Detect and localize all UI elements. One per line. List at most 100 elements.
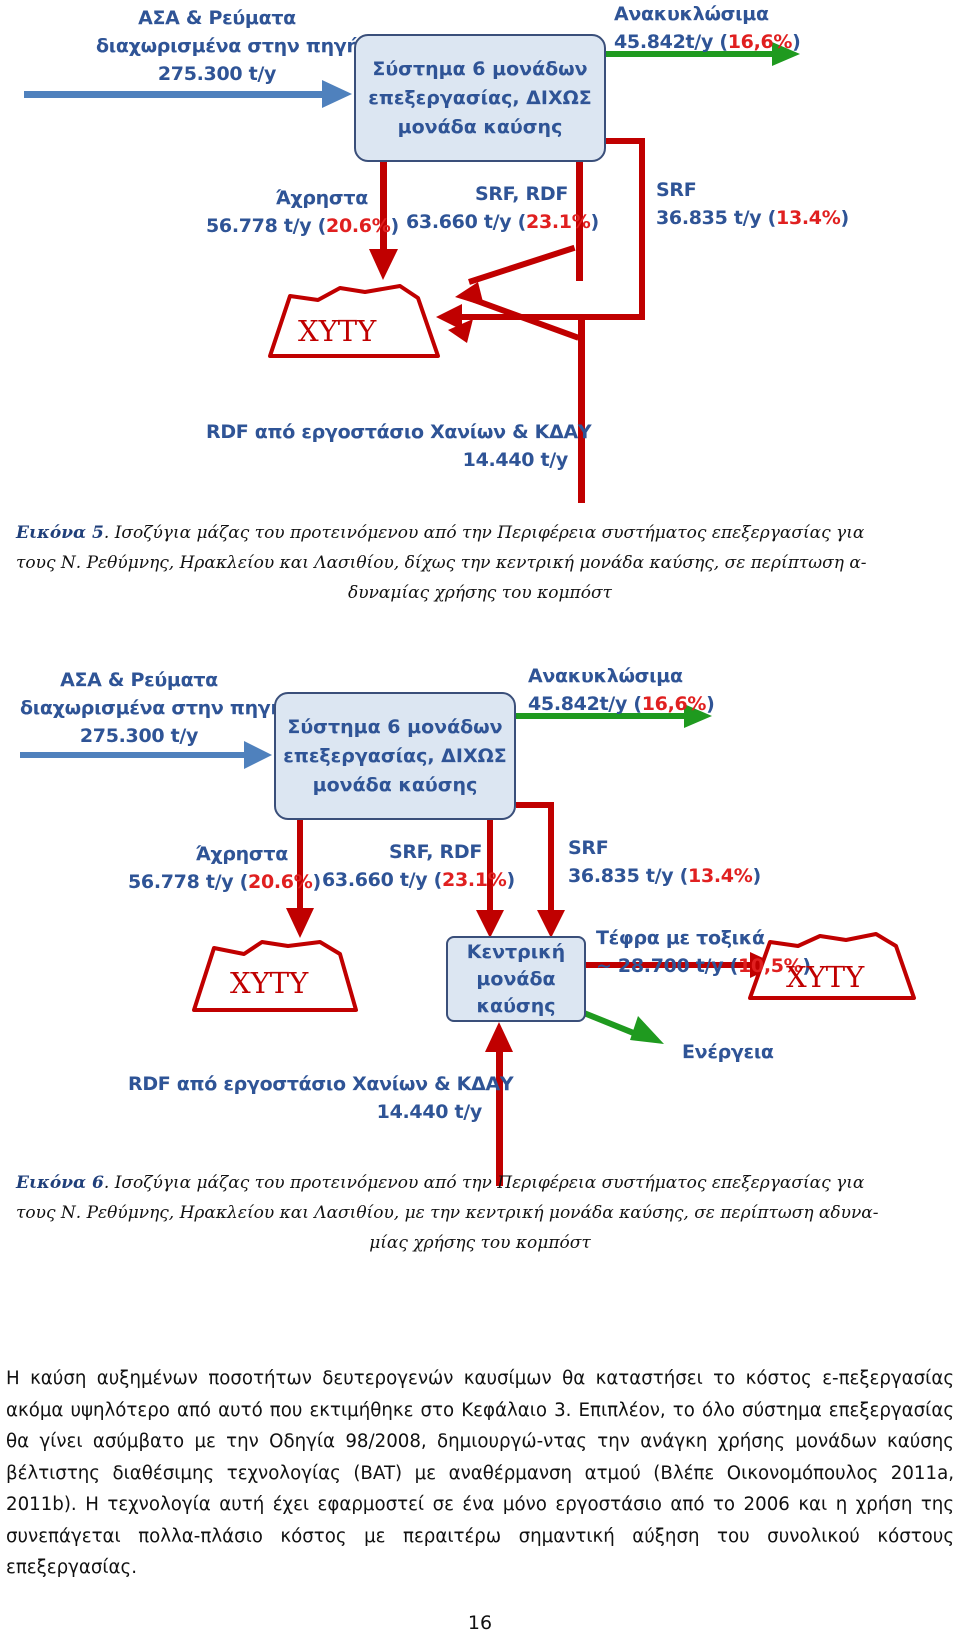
srf-arrow [516, 802, 565, 938]
srf-amount: 36.835 t/y ( [656, 207, 777, 229]
srf-rdf-label: SRF, RDF 63.660 t/y (23.1%) [406, 180, 599, 236]
srf-rdf-name: SRF, RDF [388, 841, 482, 863]
useless-percent: 20.6% [326, 215, 391, 237]
srf-rdf-amount-line: 63.660 t/y (23.1%) [406, 208, 599, 236]
useless-amount-line: 56.778 t/y (20.6%) [206, 212, 399, 240]
energy-label: Ενέργεια [682, 1041, 774, 1063]
useless-amount: 56.778 t/y ( [206, 215, 327, 237]
recyclables-name: Ανακυκλώσιμα [528, 665, 683, 687]
srf-rdf-amount: 63.660 t/y ( [322, 869, 443, 891]
figure-6-caption: Εικόνα 6. Ισοζύγια μάζας του προτεινόμεν… [16, 1168, 944, 1258]
srf-rdf-percent: 23.1% [526, 211, 591, 233]
rdf-external-amount: 14.440 t/y [376, 1101, 483, 1123]
caption-line: Εικόνα 5. Ισοζύγια μάζας του προτεινόμεν… [16, 518, 944, 548]
ash-label: Τέφρα με τοξικά ~ 28.700 t/y (10,5%) [596, 924, 811, 980]
paren-close: ) [312, 871, 321, 893]
figure-5-caption: Εικόνα 5. Ισοζύγια μάζας του προτεινόμεν… [16, 518, 944, 608]
caption-line: Εικόνα 6. Ισοζύγια μάζας του προτεινόμεν… [16, 1168, 944, 1198]
srf-amount-line: 36.835 t/y (13.4%) [656, 204, 849, 232]
source-label-line: ΑΣΑ & Ρεύματα [60, 669, 218, 691]
caption-text: . Ισοζύγια μάζας του προτεινόμενου από τ… [103, 523, 865, 543]
paren-close: ) [390, 215, 399, 237]
recyclables-label: Ανακυκλώσιμα 45.842t/y (16,6%) [614, 0, 801, 56]
srf-name: SRF [656, 179, 697, 201]
landfill-left-label: ΧΥΤΥ [230, 966, 309, 1000]
source-label-amount: 275.300 t/y [157, 63, 277, 85]
page-number: 16 [467, 1612, 493, 1634]
useless-amount: 56.778 t/y ( [128, 871, 249, 893]
recyclables-amount: 45.842t/y ( [528, 693, 642, 715]
srf-amount-line: 36.835 t/y (13.4%) [568, 862, 761, 890]
srf-rdf-name: SRF, RDF [474, 183, 568, 205]
recyclables-arrow [605, 42, 800, 66]
paren-close: ) [590, 211, 599, 233]
body-paragraph: Η καύση αυξημένων ποσοτήτων δευτερογενών… [6, 1368, 954, 1578]
source-label: ΑΣΑ & Ρεύματα διαχωρισμένα στην πηγή 275… [96, 4, 360, 88]
rdf-external-source: RDF από εργοστάσιο Χανίων & ΚΔΑΥ [128, 1073, 514, 1095]
paren-close: ) [840, 207, 849, 229]
source-label: ΑΣΑ & Ρεύματα διαχωρισμένα στην πηγή 275… [20, 666, 284, 750]
paren-close: ) [792, 31, 801, 53]
rdf-external-amount: 14.440 t/y [462, 449, 569, 471]
srf-percent: 13.4% [776, 207, 841, 229]
recyclables-amount-line: 45.842t/y (16,6%) [614, 28, 801, 56]
caption-line: τους Ν. Ρεθύμνης, Ηρακλείου και Λασιθίου… [16, 1203, 879, 1223]
recyclables-amount-line: 45.842t/y (16,6%) [528, 690, 715, 718]
useless-arrow [369, 161, 398, 280]
energy-arrow [582, 1010, 664, 1044]
figure-5-arrows [24, 42, 800, 503]
caption-label: Εικόνα 6 [16, 1173, 104, 1193]
recyclables-percent: 16,6% [641, 693, 707, 715]
useless-name: Άχρηστα [275, 187, 369, 209]
ash-name: Τέφρα με τοξικά [596, 927, 765, 949]
paren-close: ) [802, 955, 811, 977]
processing-system-label: Σύστημα 6 μονάδων επεξεργασίας, ΔΙΧΩΣ μο… [283, 715, 507, 796]
caption-label: Εικόνα 5 [16, 523, 104, 543]
rdf-external-label: RDF από εργοστάσιο Χανίων & ΚΔΑΥ 14.440 … [128, 1070, 514, 1126]
srf-label: SRF 36.835 t/y (13.4%) [568, 834, 761, 890]
srf-rdf-arrow [476, 820, 504, 938]
paren-close: ) [506, 869, 515, 891]
figure-6-arrows [20, 704, 916, 1186]
recyclables-percent: 16,6% [727, 31, 793, 53]
rdf-external-arrow [448, 295, 585, 503]
input-arrow [24, 80, 352, 108]
useless-label: Άχρηστα 56.778 t/y (20.6%) [206, 184, 399, 240]
landfill-right-label: ΧΥΤΥ [786, 960, 865, 994]
useless-arrow [286, 820, 314, 938]
srf-rdf-amount: 63.660 t/y ( [406, 211, 527, 233]
central-incineration-box: Κεντρική μονάδα καύσης [446, 936, 586, 1022]
landfill-label: ΧΥΤΥ [298, 314, 377, 348]
caption-text: . Ισοζύγια μάζας του προτεινόμενου από τ… [103, 1173, 865, 1193]
recyclables-label: Ανακυκλώσιμα 45.842t/y (16,6%) [528, 662, 715, 718]
srf-percent: 13.4% [688, 865, 753, 887]
caption-line: τους Ν. Ρεθύμνης, Ηρακλείου και Λασιθίου… [16, 553, 867, 573]
ash-percent: 10,5% [737, 955, 803, 977]
central-incineration-label: Κεντρική μονάδα καύσης [466, 940, 566, 1017]
landfill-shape [268, 284, 440, 358]
srf-rdf-amount-line: 63.660 t/y (23.1%) [322, 866, 515, 894]
caption-line: μίας χρήσης του κομπόστ [369, 1233, 591, 1253]
srf-rdf-percent: 23.1% [442, 869, 507, 891]
input-arrow [20, 741, 272, 769]
processing-system-label: Σύστημα 6 μονάδων επεξεργασίας, ΔΙΧΩΣ μο… [368, 57, 592, 138]
useless-name: Άχρηστα [195, 843, 289, 865]
useless-amount-line: 56.778 t/y (20.6%) [128, 868, 321, 896]
srf-arrow [436, 138, 645, 330]
processing-system-box: Σύστημα 6 μονάδων επεξεργασίας, ΔΙΧΩΣ μο… [274, 692, 516, 820]
source-label-line: διαχωρισμένα στην πηγή [96, 35, 360, 57]
figure-6-diagram: ΑΣΑ & Ρεύματα διαχωρισμένα στην πηγή 275… [0, 665, 960, 1190]
landfill-right-shape [748, 932, 916, 1000]
processing-system-box: Σύστημα 6 μονάδων επεξεργασίας, ΔΙΧΩΣ μο… [354, 34, 606, 162]
srf-rdf-label: SRF, RDF 63.660 t/y (23.1%) [322, 838, 515, 894]
recyclables-arrow [516, 704, 712, 728]
recyclables-name: Ανακυκλώσιμα [614, 3, 769, 25]
srf-label: SRF 36.835 t/y (13.4%) [656, 176, 849, 232]
rdf-external-label: RDF από εργοστάσιο Χανίων & ΚΔΑΥ 14.440 … [206, 418, 592, 474]
paren-close: ) [706, 693, 715, 715]
ash-amount: ~ 28.700 t/y ( [596, 955, 738, 977]
useless-percent: 20.6% [248, 871, 313, 893]
srf-amount: 36.835 t/y ( [568, 865, 689, 887]
figure-5-diagram: ΑΣΑ & Ρεύματα διαχωρισμένα στην πηγή 275… [0, 0, 960, 540]
recyclables-amount: 45.842t/y ( [614, 31, 728, 53]
